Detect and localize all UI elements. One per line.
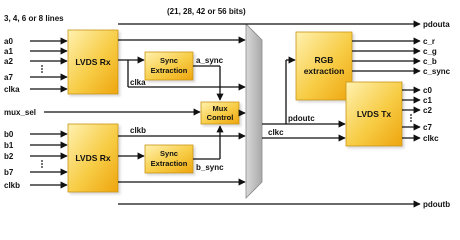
mux-label-2: Control (207, 113, 234, 122)
input-b2: b2 (4, 152, 14, 161)
input-clkb: clkb (4, 181, 20, 190)
input-a2: a2 (4, 57, 13, 66)
input-bus-top (30, 37, 68, 93)
lvds-rx-bottom-block: LVDS Rx (67, 123, 119, 193)
sync-top-label-1: Sync (160, 56, 178, 65)
input-clka: clka (4, 85, 20, 94)
output-c0: c0 (423, 86, 432, 95)
output-c1: c1 (423, 96, 432, 105)
rgb-label-2: extraction (304, 66, 345, 76)
rgb-label-1: RGB (315, 55, 334, 65)
output-c-b: c_b (423, 57, 437, 66)
input-b1: b1 (4, 141, 14, 150)
output-tx-clkc: clkc (423, 134, 439, 143)
clka-label: clka (130, 78, 146, 87)
b-sync-label: b_sync (196, 163, 224, 172)
a-sync-label: a_sync (196, 56, 224, 65)
clkc-label: clkc (268, 128, 284, 137)
output-pdoutb: pdoutb (423, 200, 450, 209)
clkb-label: clkb (130, 126, 146, 135)
input-bus-bottom (30, 130, 68, 189)
lvds-rx-top-block: LVDS Rx (67, 29, 119, 95)
input-a0: a0 (4, 37, 13, 46)
sync-extraction-top-block: Sync Extraction (144, 51, 194, 81)
input-b0: b0 (4, 130, 14, 139)
rgb-extraction-block: RGB extraction (295, 31, 353, 101)
lvds-tx-block: LVDS Tx (345, 81, 403, 147)
lines-note: 3, 4, 6 or 8 lines (4, 14, 64, 23)
output-c-r: c_r (423, 37, 435, 46)
input-a7: a7 (4, 73, 13, 82)
lvds-rx-top-label: LVDS Rx (75, 57, 111, 67)
sync-bottom-label-1: Sync (160, 149, 178, 158)
input-mux-sel: mux_sel (4, 108, 36, 117)
mux-label-1: Mux (213, 104, 229, 113)
output-c-sync: c_sync (423, 67, 451, 76)
sync-top-label-2: Extraction (151, 66, 188, 75)
output-c7: c7 (423, 123, 432, 132)
mux-control-block: Mux Control (200, 101, 240, 125)
lvds-rx-bottom-label: LVDS Rx (75, 153, 111, 163)
input-b7: b7 (4, 168, 14, 177)
lvds-tx-label: LVDS Tx (357, 109, 392, 119)
bits-note: (21, 28, 42 or 56 bits) (167, 7, 246, 16)
output-mux-shape (245, 23, 263, 199)
input-a1: a1 (4, 47, 13, 56)
output-c-g: c_g (423, 47, 437, 56)
sync-extraction-bottom-block: Sync Extraction (144, 144, 194, 174)
pdoutc-label: pdoutc (288, 114, 315, 123)
output-pdouta: pdouta (423, 20, 450, 29)
output-c2: c2 (423, 106, 432, 115)
sync-bottom-label-2: Extraction (151, 159, 188, 168)
block-diagram: 3, 4, 6 or 8 lines (21, 28, 42 or 56 bit… (4, 7, 451, 209)
